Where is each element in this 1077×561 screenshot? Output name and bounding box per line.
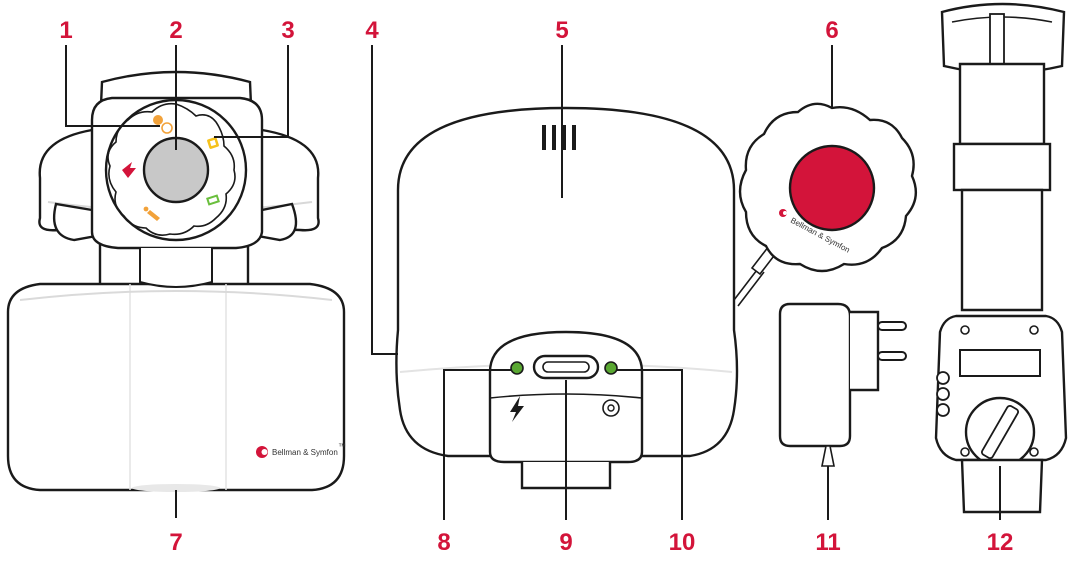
- watch-button-3[interactable]: [936, 403, 950, 417]
- watch-button-2[interactable]: [936, 387, 950, 401]
- watch-button-1[interactable]: [936, 371, 950, 385]
- doorbell-icon: [153, 115, 173, 134]
- watch-display: [959, 349, 1041, 377]
- brand-text: Bellman & Symfon: [272, 448, 338, 457]
- leader-8: [443, 369, 511, 520]
- callout-numbers: 1 2 3 4 5 6 7 8 9 10 11 12: [59, 17, 1013, 556]
- callout-4: 4: [365, 17, 379, 44]
- callout-3: 3: [281, 17, 294, 44]
- phone-icon: [207, 137, 219, 149]
- callout-2: 2: [169, 17, 182, 44]
- adapter-pin-top: [877, 321, 907, 331]
- power-led: [510, 361, 524, 375]
- brand-trademark: ™: [338, 442, 346, 451]
- baby-icon: [206, 194, 220, 206]
- callout-9: 9: [559, 529, 572, 556]
- callout-5: 5: [555, 17, 568, 44]
- callout-1: 1: [59, 17, 72, 44]
- leader-1: [65, 45, 160, 127]
- power-adapter: [778, 302, 907, 520]
- callout-11: 11: [815, 529, 840, 556]
- brand-logo: Bellman & Symfon ™: [256, 442, 346, 458]
- leader-4: [371, 45, 398, 355]
- adapter-pin-bottom: [877, 351, 907, 361]
- adapter-body: [778, 302, 852, 448]
- leader-3: [214, 45, 289, 138]
- light-bolt-icon: [510, 396, 524, 422]
- callout-10: 10: [669, 529, 696, 556]
- speaker-grille: [542, 125, 576, 150]
- leader-10: [617, 369, 683, 520]
- gear-icon: [602, 399, 620, 417]
- wrist-receiver: [934, 2, 1068, 520]
- callout-12: 12: [987, 529, 1014, 556]
- flame-icon: [122, 162, 136, 178]
- alarm-button-icon[interactable]: [788, 144, 876, 232]
- main-unit: [371, 45, 782, 520]
- status-led: [604, 361, 618, 375]
- callout-6: 6: [825, 17, 838, 44]
- callout-7: 7: [169, 529, 182, 556]
- light-icon: [143, 206, 160, 221]
- alarm-pad: Bellman & Symfon: [738, 45, 918, 273]
- callout-8: 8: [437, 529, 450, 556]
- receiver-unit: Bellman & Symfon ™: [6, 45, 346, 518]
- strap-loop: [952, 142, 1052, 192]
